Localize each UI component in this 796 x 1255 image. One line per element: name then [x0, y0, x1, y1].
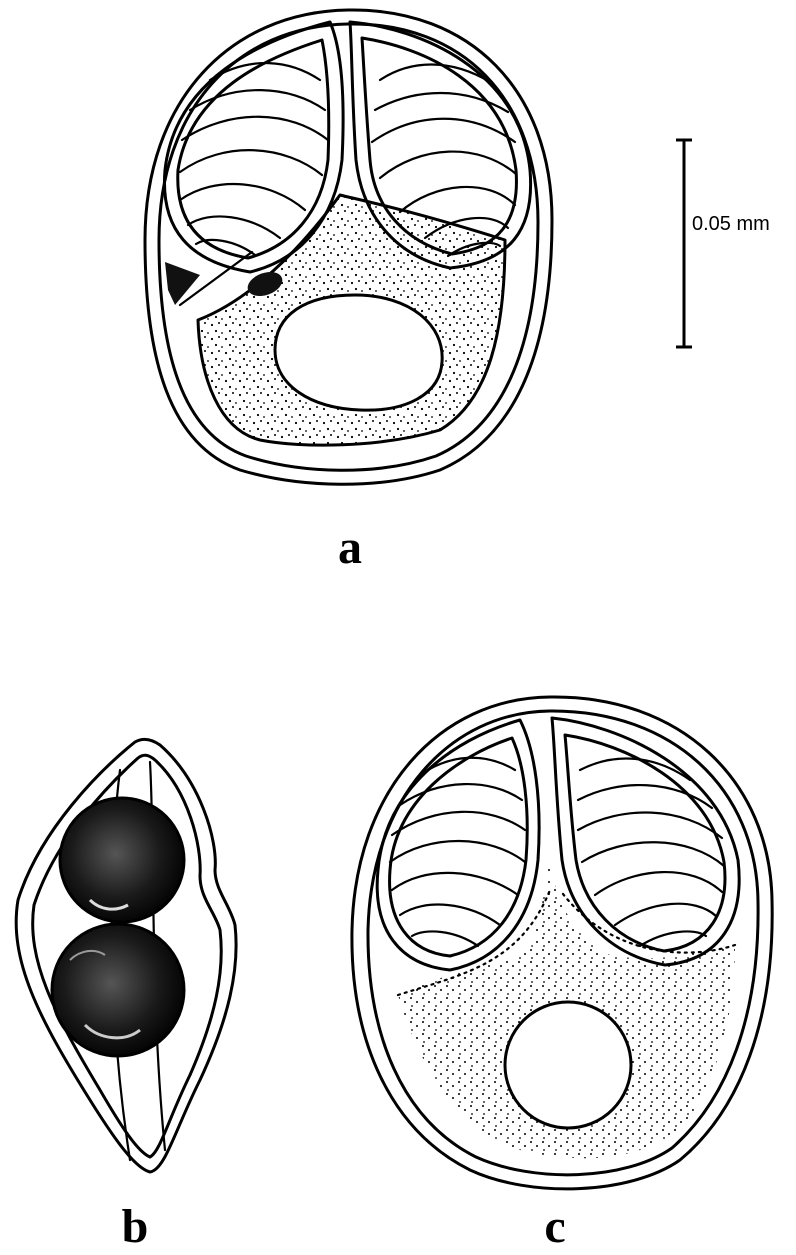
scale-bar-label: 0.05 mm [692, 213, 770, 235]
panel-b-spore-upper [60, 798, 184, 922]
panel-label-c: c [544, 1200, 565, 1253]
panel-c-vacuole [505, 1002, 631, 1128]
panel-a-drawing [145, 10, 552, 484]
panel-a-vacuole [275, 295, 442, 410]
panel-label-a: a [338, 521, 362, 574]
scale-bar [676, 140, 692, 347]
panel-label-b: b [122, 1200, 149, 1253]
panel-a-dark-mark-left [165, 262, 200, 305]
panel-c-left-valve [377, 720, 539, 970]
panel-b-spore-lower [52, 924, 184, 1056]
panel-b-drawing [16, 739, 236, 1172]
panel-c-drawing [352, 697, 772, 1189]
